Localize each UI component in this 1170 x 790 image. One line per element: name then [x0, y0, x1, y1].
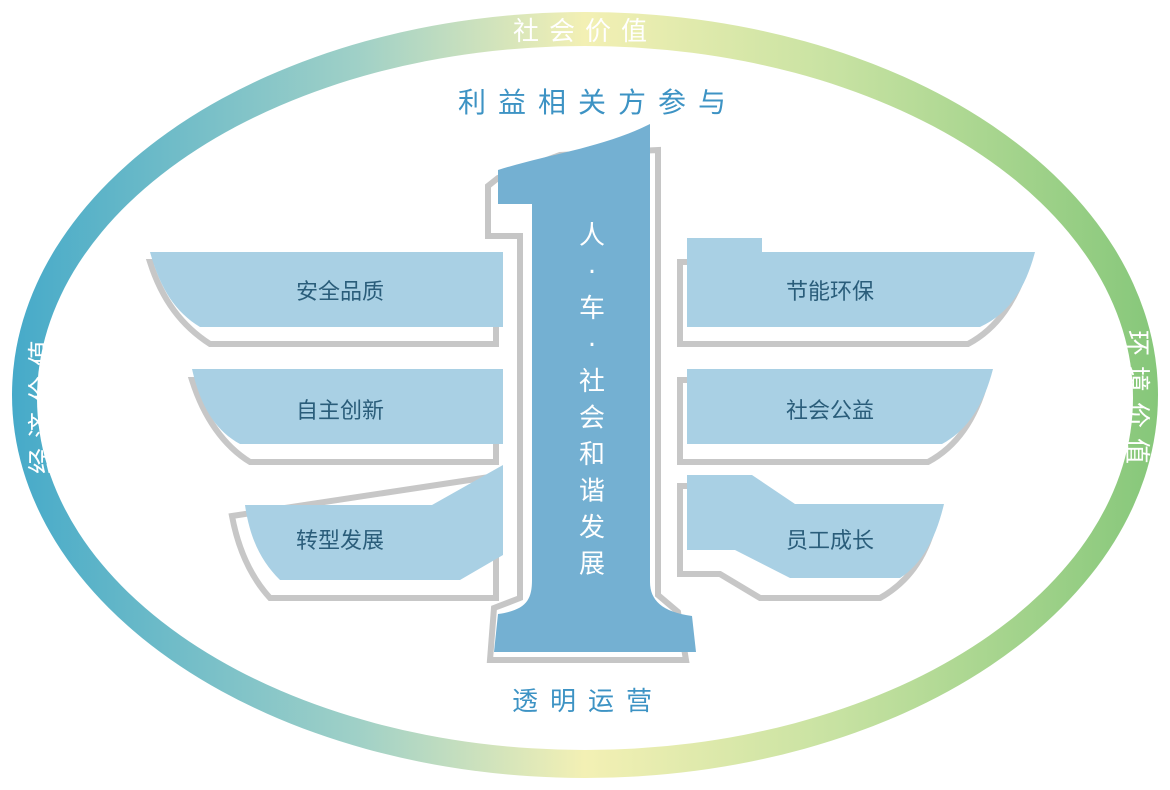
ring-label-right: 环境价值	[1121, 330, 1151, 474]
center-char: ·	[588, 258, 596, 288]
wing-label: 自主创新	[296, 399, 384, 424]
right-wing-1: 节能环保	[677, 238, 1035, 347]
wing-shape	[150, 252, 503, 327]
ring-label-top: 社会价值	[513, 17, 657, 47]
center-char: ·	[588, 331, 596, 361]
left-wing-2: 自主创新	[187, 369, 503, 465]
wing-shape	[687, 238, 1035, 327]
ring-label-left: 经济价值	[27, 330, 57, 474]
wing-shadow	[187, 377, 499, 465]
wing-label: 社会公益	[786, 399, 874, 424]
center-char: 人	[579, 221, 605, 251]
right-wing-2: 社会公益	[677, 369, 993, 465]
wing-label: 节能环保	[786, 280, 874, 305]
transparency-label: 透明运营	[512, 687, 664, 717]
wing-shape	[192, 369, 503, 444]
central-one	[485, 124, 696, 663]
wing-label: 转型发展	[296, 529, 384, 554]
center-char: 社	[579, 367, 605, 397]
wing-shape	[687, 475, 944, 578]
center-char: 发	[579, 513, 605, 543]
center-char: 会	[579, 404, 605, 434]
wing-label: 员工成长	[786, 529, 874, 554]
center-char: 展	[579, 550, 605, 580]
center-char: 谐	[579, 477, 605, 507]
right-wing-3: 员工成长	[677, 475, 944, 601]
left-wing-1: 安全品质	[145, 252, 503, 347]
center-char: 和	[579, 440, 605, 470]
wing-shape	[245, 465, 503, 580]
center-char: 车	[579, 294, 605, 324]
wing-label: 安全品质	[296, 280, 384, 305]
stakeholder-label: 利益相关方参与	[458, 86, 738, 119]
wing-shape	[687, 369, 993, 444]
left-wing-3: 转型发展	[228, 465, 503, 601]
wing-shadow	[145, 259, 499, 347]
wing-shadow	[228, 472, 499, 601]
one-glyph	[494, 124, 696, 652]
